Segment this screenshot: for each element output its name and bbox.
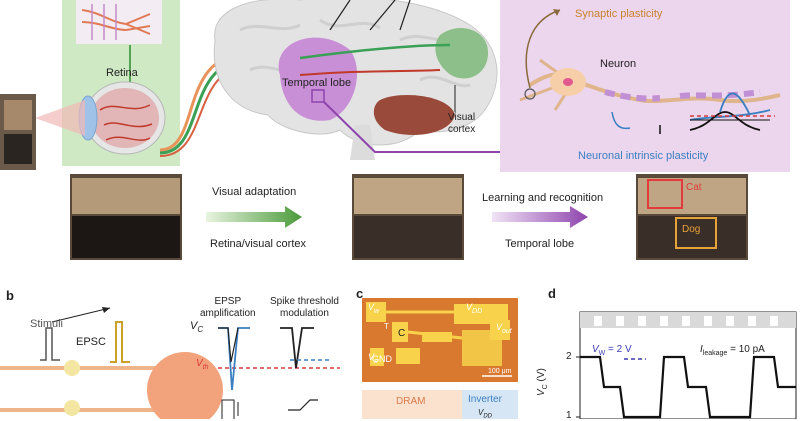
dram-box	[362, 390, 462, 419]
vw-chip-label: Vw	[368, 302, 380, 315]
y-tick-1: 1	[566, 410, 572, 421]
t-chip-label: T	[384, 322, 389, 331]
gnd-chip-label: GND	[372, 354, 392, 364]
panel-c-chip	[362, 298, 518, 382]
neuron-label: Neuron	[600, 58, 637, 70]
panel-b-letter: b	[6, 288, 14, 303]
vout-chip-label: Vout	[496, 322, 512, 335]
dram-label: DRAM	[396, 396, 426, 407]
vw-value-label: VW = 2 V	[592, 344, 632, 357]
neuronal-intrinsic-plasticity-label: Neuronal intrinsic plasticity	[578, 150, 709, 162]
learning-recognition-label: Learning and recognition	[482, 192, 604, 204]
spike-threshold-label: Spike threshold modulation	[270, 296, 339, 319]
vdd-chip-label: VDD	[466, 302, 483, 315]
visual-cortex-label: Visual cortex	[448, 112, 476, 135]
vc-trace	[580, 355, 796, 419]
cat-label: Cat	[686, 182, 702, 193]
retina-visual-cortex-label: Retina/visual cortex	[210, 238, 306, 250]
panel-b-figure	[0, 307, 340, 419]
visual-adaptation-label: Visual adaptation	[212, 186, 297, 198]
panel-b-neuron-soma	[147, 352, 223, 419]
ileakage-label: Ileakage = 10 pA	[700, 344, 765, 357]
inverter-label: Inverter	[468, 394, 502, 405]
visual-adaptation-arrow	[206, 206, 302, 228]
y-tick-2: 2	[566, 351, 572, 362]
neuron-panel-bg	[500, 0, 790, 172]
retina-label: Retina	[106, 67, 138, 79]
learning-recognition-arrow	[492, 206, 588, 228]
dog-bounding-box	[675, 217, 717, 249]
vdd2-label: VDD	[478, 408, 493, 420]
visual-cortex-region	[435, 27, 489, 79]
panel-d-plot	[576, 311, 797, 419]
epsp-amplification-label: EPSP amplification	[200, 296, 256, 319]
temporal-lobe-arrow-label: Temporal lobe	[505, 238, 575, 250]
panel-c-letter: c	[356, 286, 364, 301]
stimuli-label: Stimuli	[30, 318, 64, 330]
synaptic-plasticity-label: Synaptic plasticity	[575, 8, 663, 20]
temporal-lobe-label: Temporal lobe	[282, 77, 352, 89]
vs-chip-label: Vs	[368, 352, 378, 365]
temporal-lobe-box	[311, 89, 325, 103]
scale-bar-label: 100 μm	[488, 368, 512, 375]
y-axis-label: VC (V)	[536, 368, 549, 396]
cerebellum	[373, 95, 455, 135]
cat-bounding-box	[647, 179, 683, 209]
inverter-box	[462, 390, 518, 419]
vc-label: VC	[190, 320, 204, 335]
epsc-label: EPSC	[76, 336, 106, 348]
panel-a-figure	[0, 0, 790, 260]
vth-label: Vth	[196, 358, 209, 371]
temporal-lobe-region	[278, 37, 358, 121]
synapse-marker	[524, 88, 536, 100]
panel-d-letter: d	[548, 286, 556, 301]
c-chip-label: C	[398, 328, 406, 339]
dog-label: Dog	[682, 224, 701, 235]
